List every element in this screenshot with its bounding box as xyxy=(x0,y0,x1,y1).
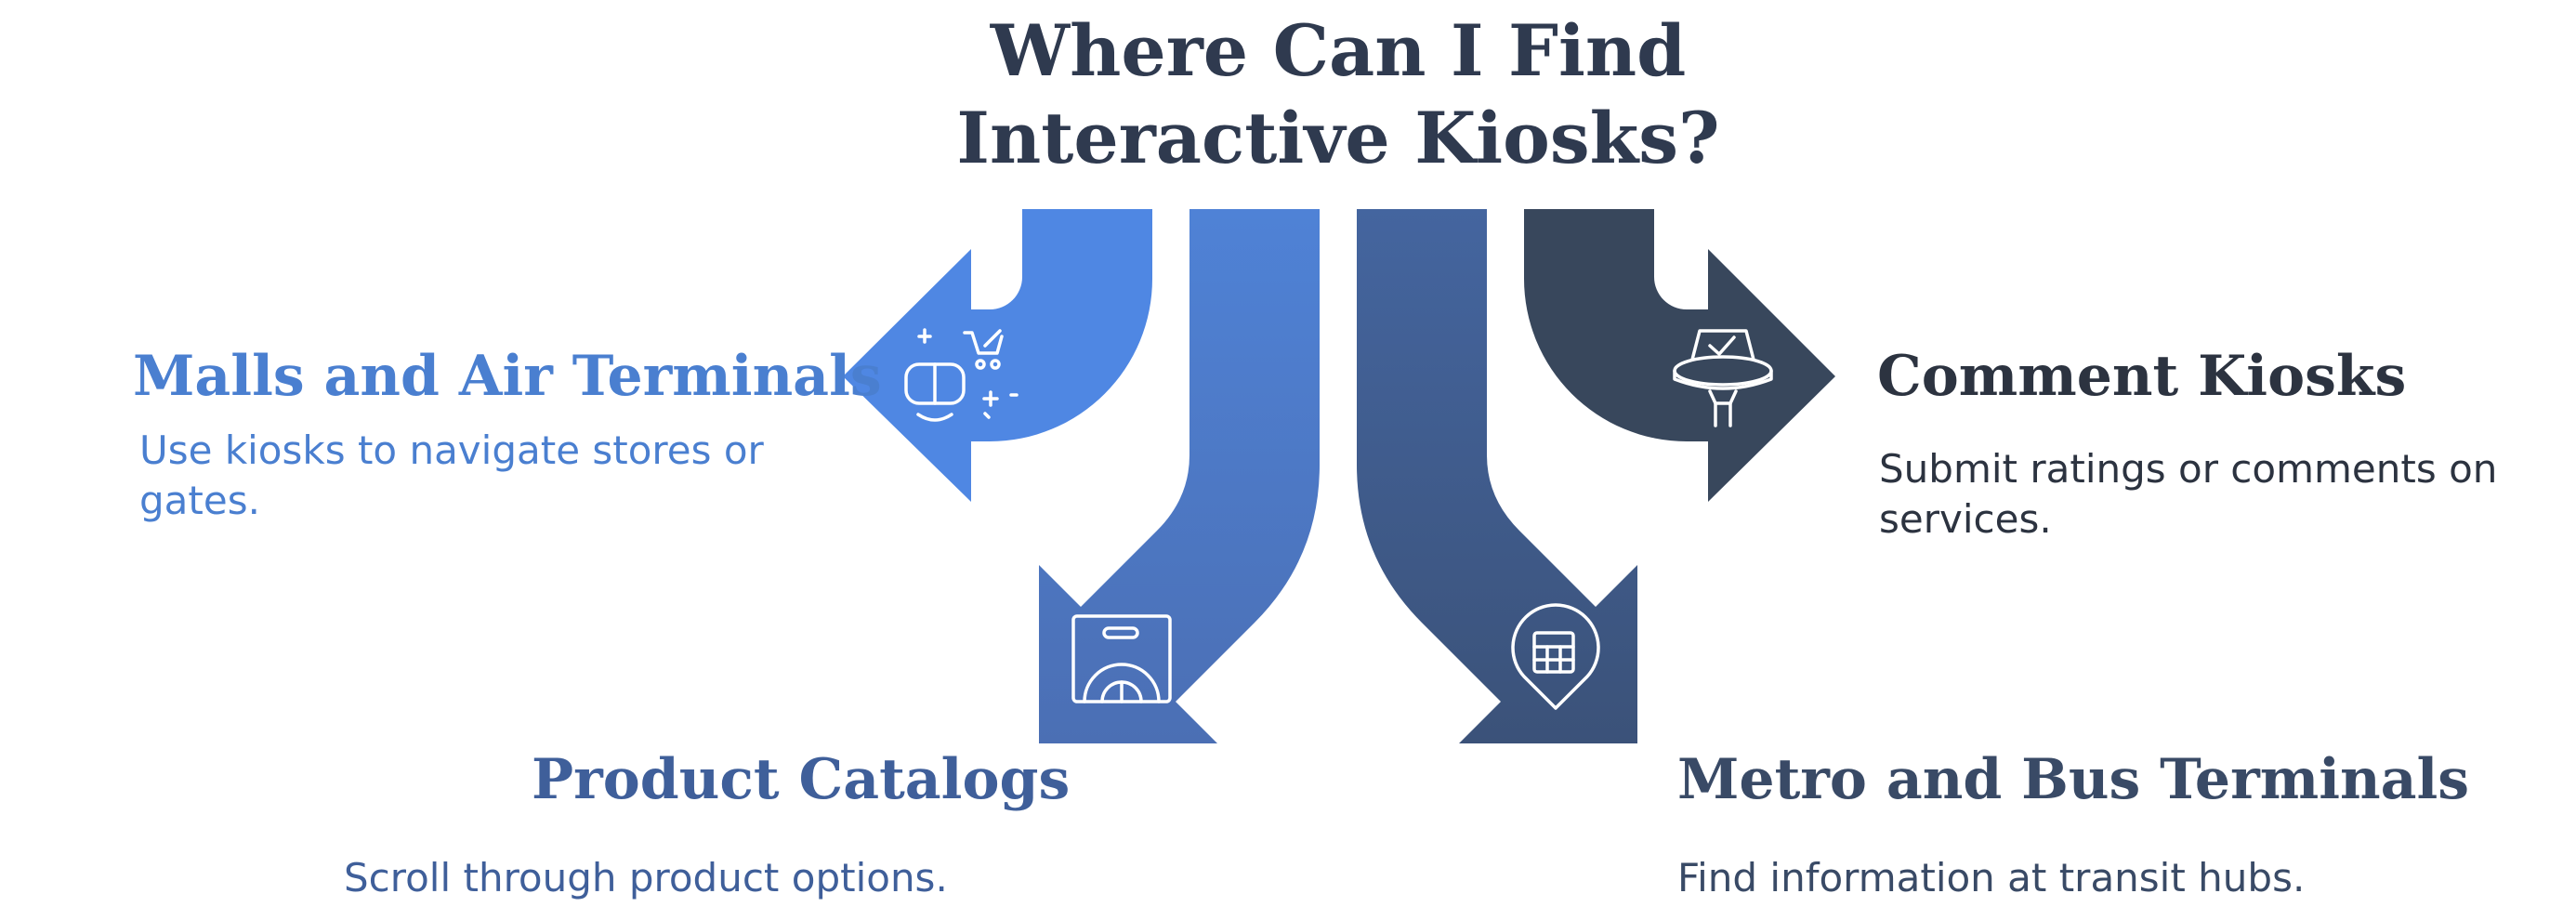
vr-headset-shopping-cart-icon xyxy=(904,328,1019,422)
comment-heading: Comment Kiosks xyxy=(1877,344,2407,409)
arrow-comment xyxy=(1524,209,1835,502)
catalogs-heading: Product Catalogs xyxy=(532,747,1071,812)
feedback-kiosk-icon xyxy=(1673,329,1773,427)
malls-description: Use kiosks to navigate stores or gates. xyxy=(139,427,764,523)
page-title: Where Can I Find Interactive Kiosks? xyxy=(0,7,2576,182)
arrow-catalogs xyxy=(1039,209,1320,743)
malls-heading: Malls and Air Terminals xyxy=(133,344,882,409)
product-scroll-screen-icon xyxy=(1071,614,1172,703)
title-line-2: Interactive Kiosks? xyxy=(956,97,1720,179)
metro-description: Find information at transit hubs. xyxy=(1677,855,2306,900)
arrow-metro xyxy=(1357,209,1637,743)
comment-description: Submit ratings or comments on services. xyxy=(1879,446,2498,542)
catalogs-description: Scroll through product options. xyxy=(344,855,948,900)
title-line-1: Where Can I Find xyxy=(990,9,1687,92)
arrow-malls xyxy=(843,209,1152,502)
transit-map-pin-icon xyxy=(1511,603,1600,710)
metro-heading: Metro and Bus Terminals xyxy=(1677,747,2470,812)
